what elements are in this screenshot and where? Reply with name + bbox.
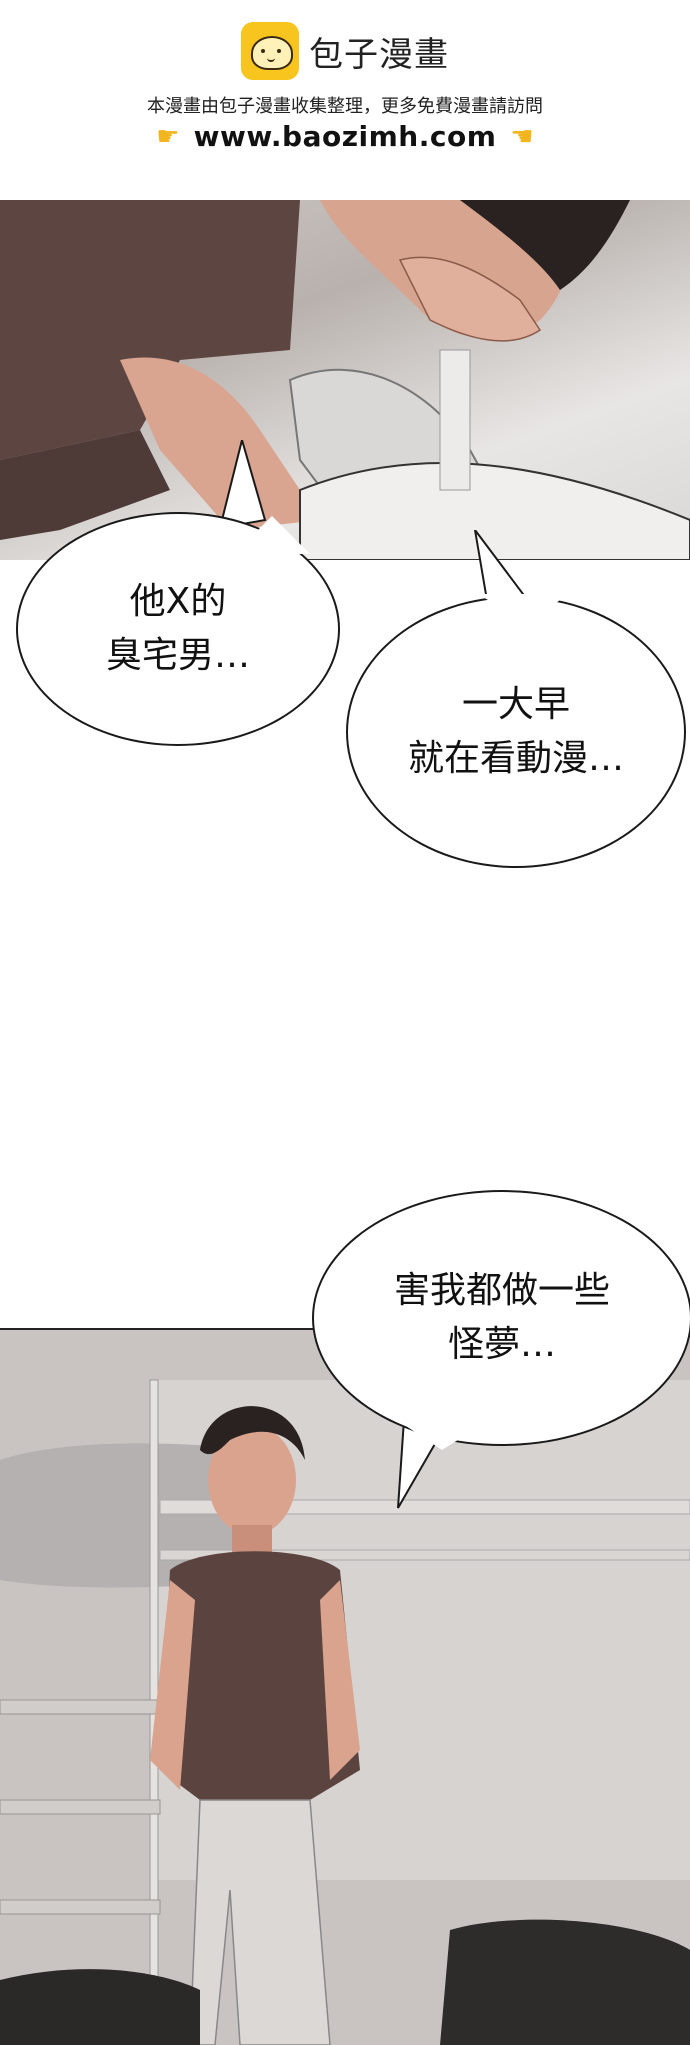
site-header: 包子漫畫 本漫畫由包子漫畫收集整理，更多免費漫畫請訪問 ☛ www.baozim… bbox=[0, 0, 690, 200]
pointing-hand-left-icon: ☚ bbox=[510, 121, 534, 152]
url-row: ☛ www.baozimh.com ☚ bbox=[0, 120, 690, 153]
bun-mascot-icon bbox=[241, 22, 299, 80]
bubble-3-line-1: 害我都做一些 bbox=[393, 1270, 610, 1311]
panel-1-illustration bbox=[0, 200, 690, 560]
speech-bubble-2: 一大早 就在看動漫… bbox=[346, 596, 686, 868]
panel-2-illustration bbox=[0, 1330, 690, 2045]
bubble-1-line-1: 他X的 bbox=[129, 581, 227, 622]
bubble-1-line-2: 臭宅男… bbox=[105, 635, 250, 676]
site-url-link[interactable]: www.baozimh.com bbox=[193, 120, 497, 153]
bubble-2-line-1: 一大早 bbox=[461, 684, 570, 725]
bubble-tail-3-cover bbox=[406, 1426, 480, 1450]
pointing-hand-right-icon: ☛ bbox=[156, 121, 180, 152]
comic-panel-2 bbox=[0, 1330, 690, 2045]
comic-panel-1 bbox=[0, 200, 690, 560]
bubble-3-line-2: 怪夢… bbox=[447, 1324, 556, 1365]
bubble-tail-1-cover bbox=[234, 516, 310, 554]
brand-row: 包子漫畫 bbox=[0, 22, 690, 80]
header-subtitle: 本漫畫由包子漫畫收集整理，更多免費漫畫請訪問 bbox=[147, 96, 543, 117]
bubble-2-line-2: 就在看動漫… bbox=[407, 738, 624, 779]
speech-bubble-3: 害我都做一些 怪夢… bbox=[312, 1190, 690, 1446]
brand-name: 包子漫畫 bbox=[309, 34, 449, 75]
bubble-tail-2-cover bbox=[478, 594, 568, 624]
